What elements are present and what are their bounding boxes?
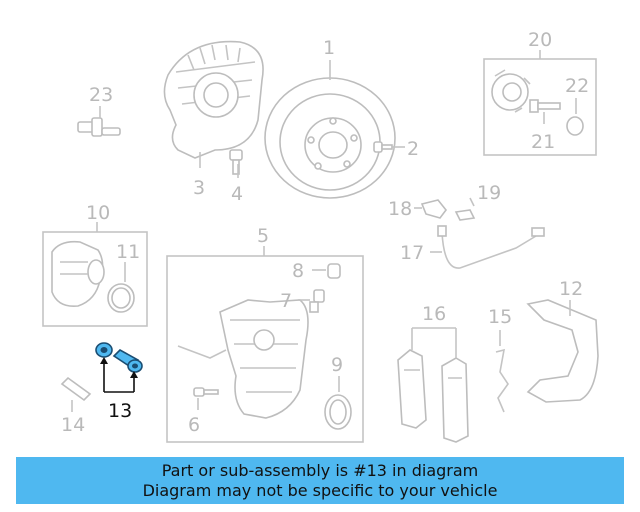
callout-23: 23 bbox=[89, 84, 113, 106]
callout-15: 15 bbox=[488, 306, 512, 328]
caliper-motor-box bbox=[42, 231, 148, 327]
callout-8: 8 bbox=[292, 260, 304, 282]
caliper-bolt-part bbox=[193, 387, 219, 397]
hub-cap-part bbox=[566, 116, 584, 136]
callout-14: 14 bbox=[61, 414, 85, 436]
piston-seal-part bbox=[324, 394, 352, 430]
callout-13-leader bbox=[100, 357, 138, 393]
callout-21: 21 bbox=[531, 131, 555, 153]
hose-bracket-part bbox=[420, 199, 448, 219]
parts-diagram: 3 4 1 2 23 20 bbox=[42, 29, 599, 443]
callout-9: 9 bbox=[331, 354, 343, 376]
motor-seal-part bbox=[107, 283, 135, 313]
callout-13: 13 bbox=[108, 400, 132, 422]
banner-line-2: Diagram may not be specific to your vehi… bbox=[142, 480, 498, 500]
callout-22: 22 bbox=[565, 75, 589, 97]
highlighted-part-13 bbox=[95, 342, 143, 373]
callout-5: 5 bbox=[257, 225, 269, 247]
caliper-carrier-part bbox=[526, 299, 599, 403]
callout-3: 3 bbox=[193, 177, 205, 199]
caliper-assembly-box bbox=[166, 255, 364, 443]
callout-19: 19 bbox=[477, 182, 501, 204]
callout-20: 20 bbox=[528, 29, 552, 51]
callout-17: 17 bbox=[400, 242, 424, 264]
callout-11: 11 bbox=[116, 241, 140, 263]
brake-pads-part bbox=[397, 349, 469, 443]
banner-line-1: Part or sub-assembly is #13 in diagram bbox=[161, 460, 479, 480]
callout-7: 7 bbox=[280, 290, 292, 312]
brake-caliper-part bbox=[177, 299, 309, 419]
callout-18: 18 bbox=[388, 198, 412, 220]
disc-screw-part bbox=[373, 141, 393, 153]
callout-16: 16 bbox=[422, 303, 446, 325]
wear-sensor-part bbox=[454, 209, 476, 221]
guide-pin-part bbox=[60, 376, 92, 402]
wheel-hub-part bbox=[491, 69, 531, 113]
pad-clip-part bbox=[495, 348, 509, 413]
brake-disc-part bbox=[264, 77, 396, 199]
shield-bolt-part bbox=[229, 149, 243, 175]
callout-10: 10 bbox=[86, 202, 110, 224]
callout-4: 4 bbox=[231, 183, 243, 205]
dust-shield-part bbox=[163, 40, 264, 159]
caliper-motor-part bbox=[51, 240, 105, 308]
callout-12: 12 bbox=[559, 278, 583, 300]
brake-hose-part bbox=[437, 225, 545, 269]
hub-bolt-part bbox=[529, 99, 561, 113]
callout-2: 2 bbox=[407, 138, 419, 160]
info-banner: Part or sub-assembly is #13 in diagram D… bbox=[16, 457, 624, 504]
callout-6: 6 bbox=[188, 414, 200, 436]
bleed-valve-part bbox=[309, 289, 325, 313]
callout-1: 1 bbox=[323, 37, 335, 59]
bleed-cap-part bbox=[327, 263, 341, 279]
wheel-sensor-part bbox=[77, 117, 121, 137]
